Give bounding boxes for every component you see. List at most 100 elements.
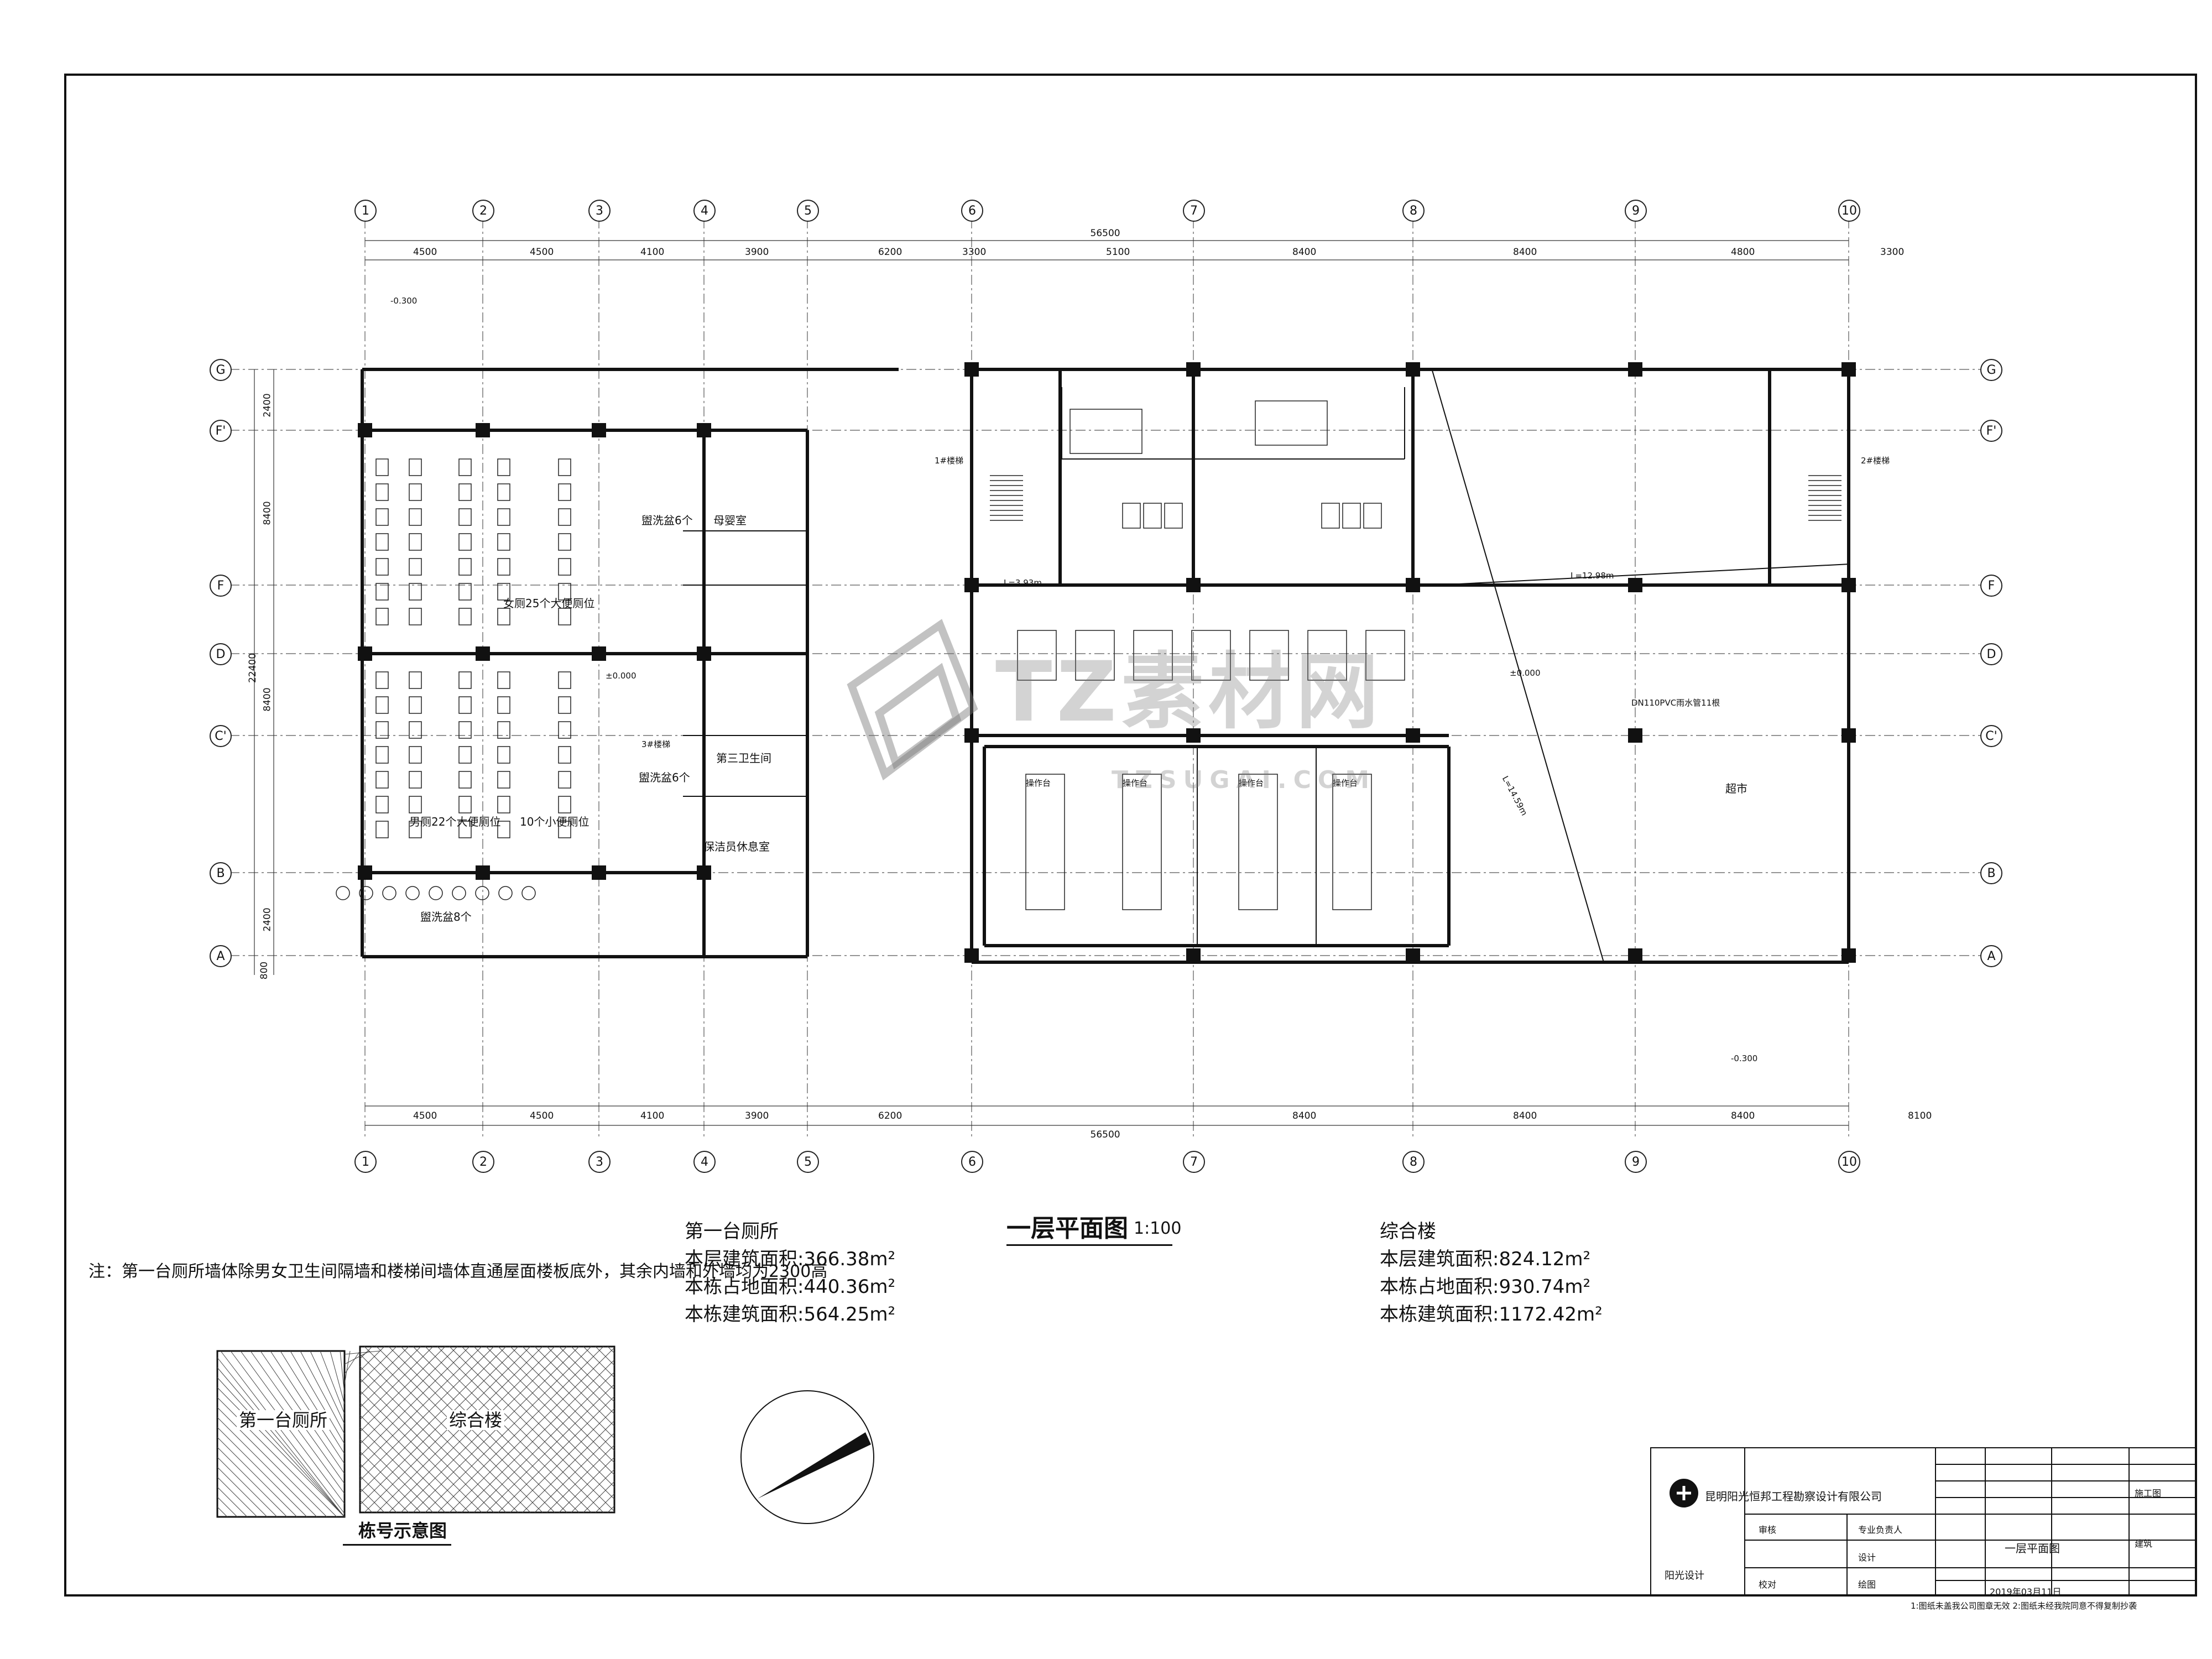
hatch-b1-660 [559,1457,615,1513]
axis-bubble-bottom-6: 6 [961,1151,983,1173]
toilet-fixture-41 [375,696,389,714]
seat-5 [1342,503,1361,529]
room-label-washbasin-b: 盥洗盆6个 [639,771,690,784]
axis-bubble-left-D: D [210,643,232,665]
urinal-5 [429,886,443,900]
urinal-8 [498,886,513,900]
axis-bubble-top-9: 9 [1625,200,1647,222]
toilet-fixture-50 [558,721,571,739]
company-logo [1670,1479,1698,1507]
toilet-fixture-52 [409,746,422,764]
toilet-fixture-25 [558,558,571,576]
toilet-fixture-61 [375,796,389,813]
hatch-a-6 [220,1350,345,1514]
structural-column-10 [697,423,711,437]
toilet-fixture-49 [497,721,510,739]
dim-left-span-5: 800 [259,961,270,980]
key-plan-block-a: 第一台厕所 [237,1410,330,1430]
axis-bubble-left-F: F [210,575,232,597]
dim-top-span-8: 8400 [1292,247,1317,258]
urinal-3 [382,886,397,900]
structural-column-22 [1406,578,1420,592]
hatch-b1-132 [359,1346,434,1420]
slope-length-3: L=3.93m [1004,578,1042,588]
dim-top-span-9: 8400 [1513,247,1537,258]
toilet-fixture-64 [497,796,510,813]
axis-bubble-right-A: A [1980,945,2002,967]
dim-bottom-span-5: 6200 [878,1110,902,1121]
toilet-fixture-27 [409,583,422,601]
tb-row-check: 校对 [1759,1579,1777,1590]
key-plan-caption: 栋号示意图 [358,1520,447,1541]
toilet-fixture-66 [375,821,389,838]
room-label-market: 超市 [1725,782,1747,795]
tb-row-lead: 专业负责人 [1858,1525,1903,1535]
dining-table-1 [1017,630,1057,681]
dining-table-4 [1191,630,1231,681]
hatch-a-96 [270,1350,345,1464]
stair-label-3: 3#楼梯 [641,739,671,749]
hatch-a-222 [340,1350,345,1395]
toilet-fixture-10 [558,483,571,501]
hatch-b1-594 [522,1420,615,1513]
structural-column-13 [964,362,979,377]
urinal-7 [475,886,489,900]
toilet-fixture-21 [375,558,389,576]
toilet-fixture-2 [409,458,422,476]
axis-bubble-bottom-1: 1 [354,1151,377,1173]
axis-bubble-left-B: B [210,862,232,884]
hatch-a-150 [300,1350,345,1434]
drawing-title: 一层平面图 [1006,1214,1128,1243]
structural-column-17 [1186,362,1201,377]
hatch-b1-506 [473,1371,615,1513]
urinal-6 [452,886,466,900]
level-mark-toilet: ±0.000 [606,671,637,681]
hatch-b2-462 [449,1346,615,1512]
structural-column-26 [1628,578,1642,592]
axis-bubble-top-5: 5 [797,200,819,222]
hatch-a--246 [217,1486,248,1517]
hatch-a-168 [310,1350,345,1425]
hatch-a-240 [344,1350,351,1385]
structural-column-6 [476,865,490,880]
hatch-b2-198 [359,1402,470,1513]
toilet-fixture-68 [458,821,472,838]
structural-column-11 [697,646,711,661]
summary-right-title: 综合楼 [1380,1220,1436,1243]
axis-bubble-top-6: 6 [961,200,983,222]
hatch-b2-154 [359,1427,446,1513]
dim-top-total: 56500 [1090,228,1120,239]
toilet-fixture-5 [558,458,571,476]
toilet-fixture-37 [409,671,422,689]
hatch-a--48 [217,1377,345,1517]
axis-bubble-left-C': C' [210,725,232,747]
seat-2 [1143,503,1162,529]
hatch-a--102 [217,1407,327,1517]
key-plan-drawing [216,1345,615,1518]
hatch-b1-66 [359,1346,397,1384]
hatch-a-258 [344,1350,361,1375]
dim-bottom-span-1: 4500 [413,1110,437,1121]
hatch-a--228 [217,1477,258,1517]
north-arrow [740,1390,874,1524]
hatch-b1-726 [595,1493,615,1513]
hatch-b1-220 [359,1346,482,1469]
operation-counter-2 [1122,774,1162,910]
toilet-fixture-1 [375,458,389,476]
toilet-fixture-53 [458,746,472,764]
axis-bubble-top-10: 10 [1838,200,1860,222]
structural-column-3 [358,865,372,880]
hatch-b2-660 [559,1346,615,1402]
toilet-fixture-56 [375,771,389,789]
toilet-fixture-30 [558,583,571,601]
structural-column-16 [964,948,979,963]
toilet-fixture-60 [558,771,571,789]
urinal-1 [336,886,350,900]
hatch-b1-88 [359,1346,409,1396]
dim-top-span-3: 4100 [640,247,665,258]
tb-discipline: 建筑 [2135,1538,2153,1549]
toilet-fixture-42 [409,696,422,714]
summary-right-line-2: 本栋占地面积:930.74m² [1380,1276,1591,1298]
structural-column-27 [1628,728,1642,743]
toilet-fixture-57 [409,771,422,789]
